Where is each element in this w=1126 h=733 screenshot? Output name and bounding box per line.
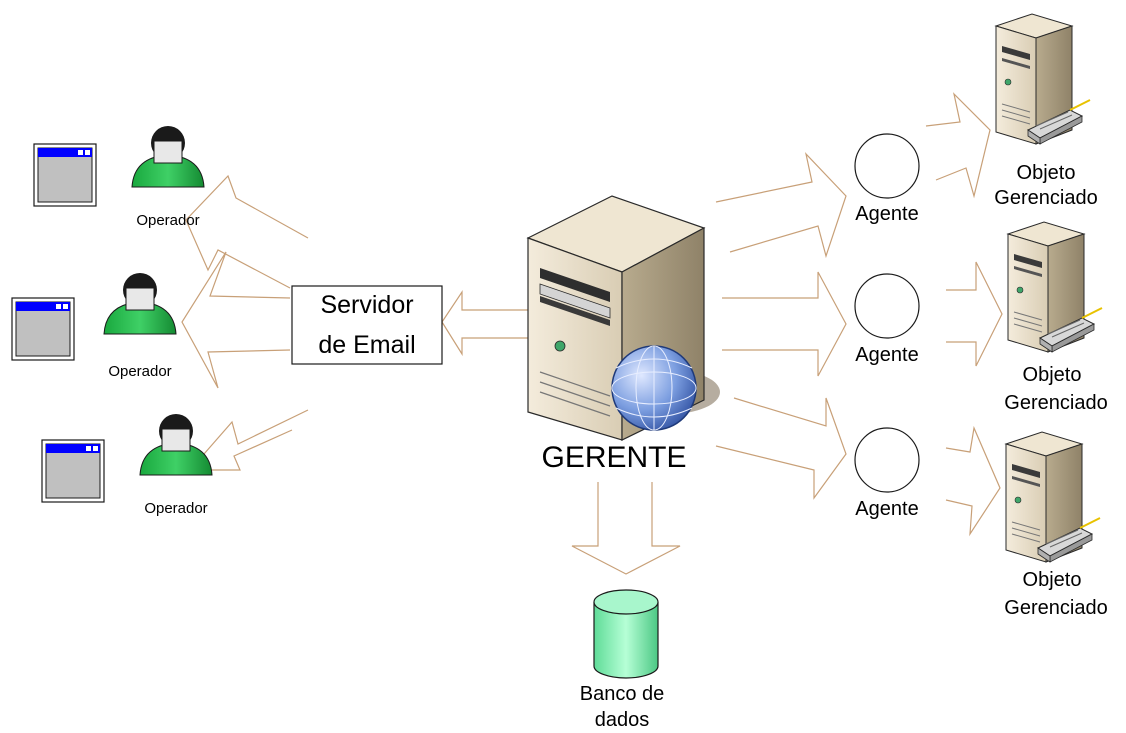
database-label-line2: dados [595, 709, 650, 731]
operator-group-1: Operador [33, 125, 205, 229]
arrows [181, 92, 1003, 575]
globe-icon [611, 345, 697, 431]
agent-2: Agente [854, 273, 920, 366]
arrow-manager-to-agent-1 [715, 152, 847, 259]
operator-group-2: Operador [11, 272, 177, 380]
email-server-box: Servidor de Email [291, 285, 443, 365]
managed-object-label-line1: Objeto [1017, 162, 1076, 184]
operator-label: Operador [108, 363, 171, 380]
operator-person-icon [103, 272, 177, 335]
arrow-agent-to-object-2 [946, 261, 1003, 367]
manager-label: GERENTE [541, 441, 686, 474]
managed-object-label-line1: Objeto [1023, 569, 1082, 591]
managed-object-label-line2: Gerenciado [994, 187, 1097, 209]
agent-label: Agente [855, 498, 918, 520]
managed-object-label-line2: Gerenciado [1004, 392, 1107, 414]
agent-circle-icon [854, 133, 920, 199]
managed-server-icon [1005, 429, 1101, 563]
arrow-to-operator-1 [185, 174, 309, 289]
agent-label: Agente [855, 203, 918, 225]
agent-circle-icon [854, 427, 920, 493]
managed-object-label-line2: Gerenciado [1004, 597, 1107, 619]
managed-object-label-line1: Objeto [1023, 364, 1082, 386]
application-window-icon [41, 439, 105, 503]
managed-server-icon [1007, 219, 1103, 353]
application-window-icon [11, 297, 75, 361]
agent-3: Agente [854, 427, 920, 520]
arrow-manager-to-database [571, 482, 681, 575]
operator-person-icon [139, 413, 213, 476]
email-server-label-line1: Servidor [320, 291, 413, 319]
agent-1: Agente [854, 133, 920, 225]
operator-person-icon [131, 125, 205, 188]
arrow-agent-to-object-3 [945, 425, 1001, 537]
arrow-manager-to-agent-3 [715, 397, 847, 500]
agent-circle-icon [854, 273, 920, 339]
arrow-agent-to-object-1 [925, 92, 991, 199]
managed-server-icon [995, 11, 1091, 145]
manager-server: GERENTE [526, 195, 720, 474]
application-window-icon [33, 143, 97, 207]
managed-object-2: Objeto Gerenciado [1004, 219, 1108, 414]
arrow-to-operator-2 [181, 251, 291, 389]
agent-label: Agente [855, 344, 918, 366]
managed-object-3: Objeto Gerenciado [1004, 429, 1108, 619]
operator-group-3: Operador [41, 413, 213, 517]
operator-label: Operador [144, 500, 207, 517]
managed-object-1: Objeto Gerenciado [994, 11, 1098, 209]
operator-label: Operador [136, 212, 199, 229]
database-label-line1: Banco de [580, 683, 665, 705]
email-server-label-line2: de Email [318, 331, 415, 359]
arrow-manager-to-agent-2 [722, 271, 847, 377]
database: Banco de dados [580, 589, 665, 731]
arrow-manager-to-email [441, 290, 533, 357]
database-icon [593, 589, 659, 679]
